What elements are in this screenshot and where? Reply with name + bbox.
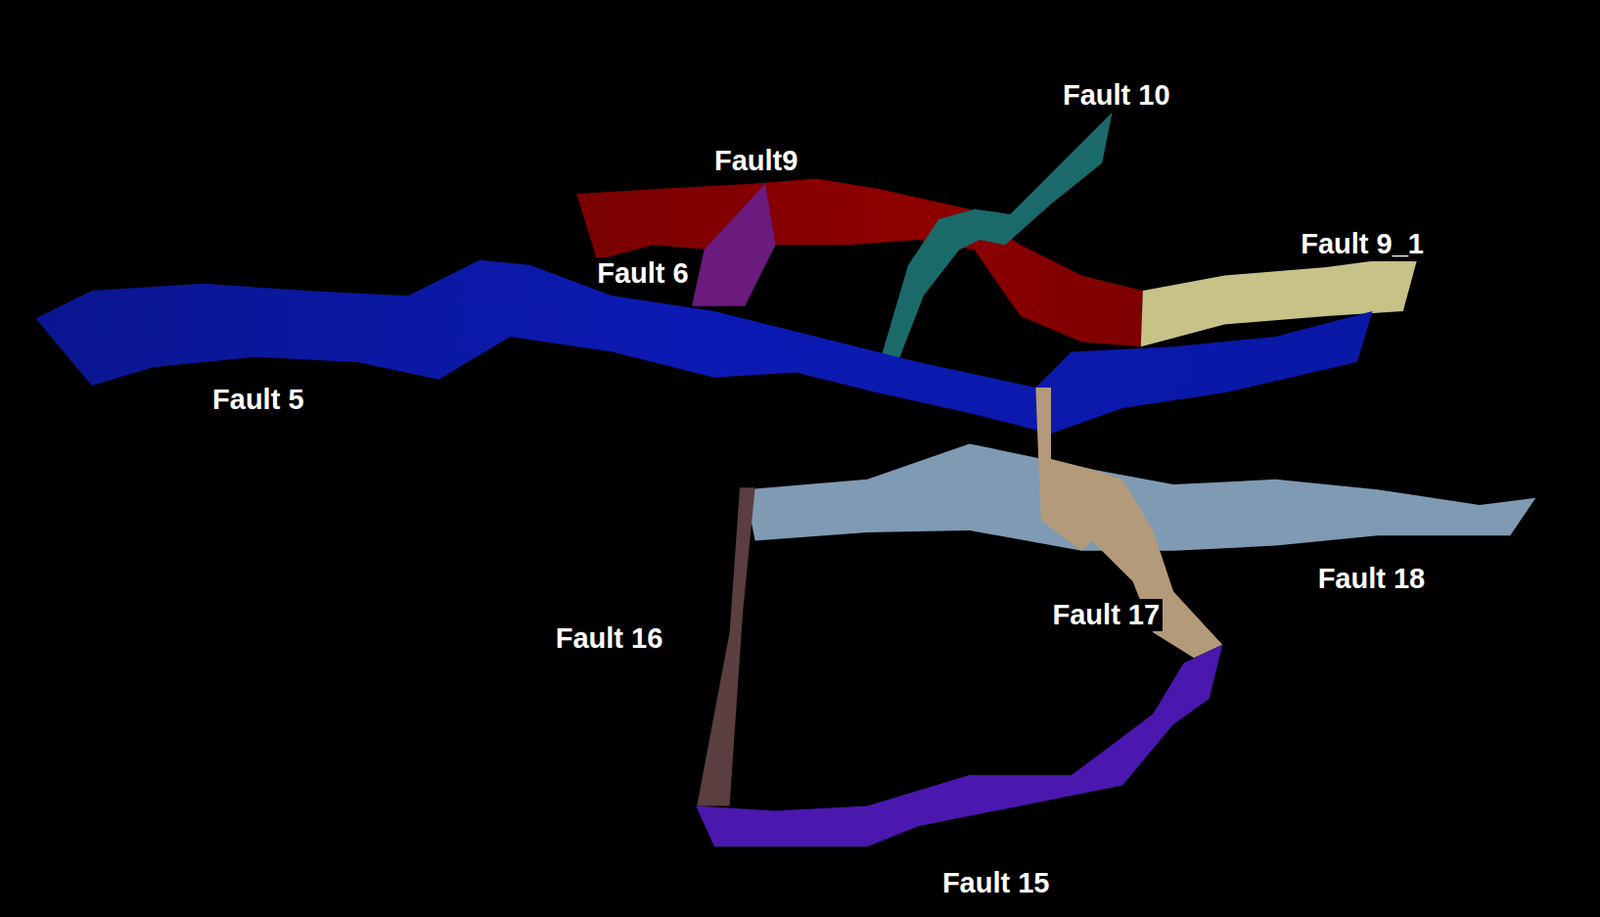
fault-label: Fault 5 — [209, 383, 307, 416]
fault-label: Fault9 — [711, 144, 801, 178]
fault-label: Fault 9_1 — [1297, 228, 1427, 261]
fault-label: Fault 15 — [939, 867, 1053, 900]
fault-label: Fault 16 — [552, 622, 667, 655]
fault-label: Fault 10 — [1059, 79, 1174, 112]
fault-label: Fault 6 — [594, 257, 691, 290]
fault-surface — [1035, 387, 1223, 658]
fault-surface — [695, 644, 1223, 847]
fault-surface — [35, 260, 1372, 434]
fault-surface — [879, 112, 1113, 363]
fault-label: Fault 18 — [1315, 562, 1429, 595]
fault-surface — [691, 183, 777, 307]
fault-surface — [696, 487, 755, 806]
fault-label: Fault 17 — [1050, 598, 1164, 632]
fault-surface — [1141, 255, 1419, 348]
